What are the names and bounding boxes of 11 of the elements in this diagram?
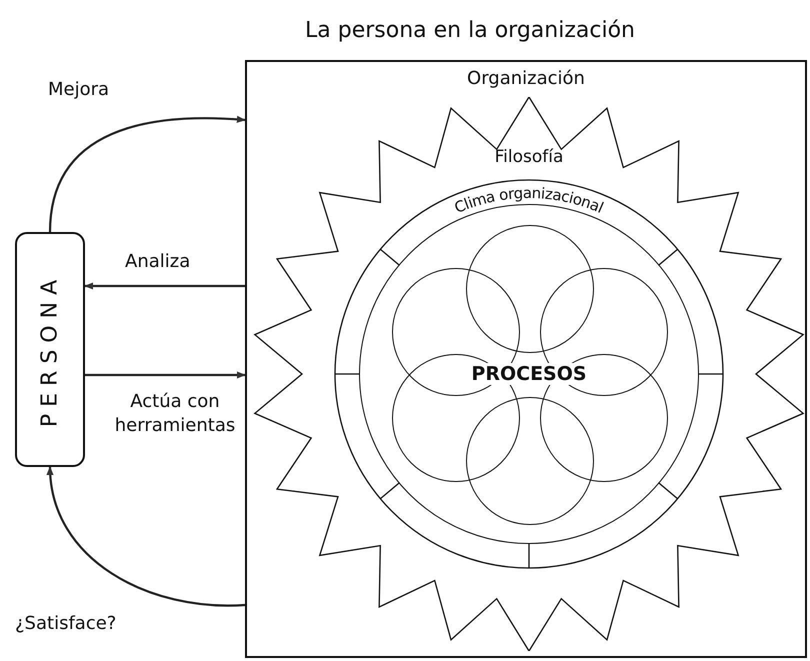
process-circle xyxy=(466,397,594,525)
arrow xyxy=(84,282,245,290)
arrow xyxy=(48,116,246,232)
star-label: Filosofía xyxy=(494,147,564,167)
frame-label: Organización xyxy=(466,68,586,89)
diagram-title: La persona en la organización xyxy=(304,18,636,43)
arrow xyxy=(85,371,246,379)
box-label: PERSONA xyxy=(38,272,62,427)
arrow xyxy=(47,466,246,607)
process-circle xyxy=(466,225,594,353)
person-box xyxy=(15,232,85,467)
